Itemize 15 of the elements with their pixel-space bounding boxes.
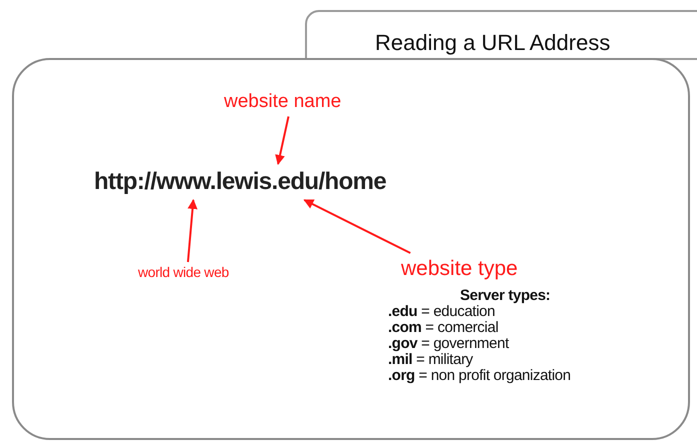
list-heading: Server types: (459, 288, 550, 304)
annotation-text: website type (401, 253, 518, 284)
annotation-text: world wide web (138, 262, 229, 283)
arrow (275, 116, 290, 165)
content-panel (12, 58, 690, 440)
annotation-text: website name (224, 88, 342, 116)
title-tab: Reading a URL Address (305, 10, 697, 60)
list-item: .com = comercial (388, 320, 498, 336)
list-item: .edu = education (388, 304, 495, 320)
list-item: .org = non profit organization (388, 368, 571, 384)
list-item: .gov = government (388, 336, 509, 352)
arrow (303, 199, 411, 254)
arrow (186, 199, 198, 262)
list-item: .mil = military (388, 352, 473, 368)
url-text: http://www.lewis.edu/home (94, 164, 386, 200)
